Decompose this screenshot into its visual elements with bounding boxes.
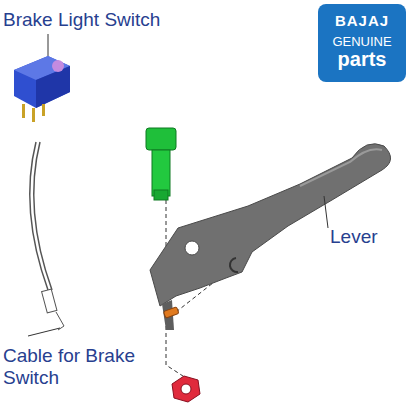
part-label: Brake Light Switch [3,9,243,31]
part-label: Lever [330,226,408,248]
pin-illustration [163,307,179,318]
leader-line [324,196,328,228]
cable-illustration [30,142,64,330]
switch-illustration [14,56,70,122]
logo-text: BAJAJ [318,12,406,29]
clip-illustration [230,258,238,272]
part-label: Cable for Brake Switch [3,345,153,389]
leader-line [48,34,49,56]
logo-text: GENUINE [318,34,406,49]
logo-text: parts [318,48,406,70]
leader-line [28,328,60,336]
logo-badge: BAJAJ GENUINEparts [318,4,406,82]
nut-illustration [172,376,200,402]
bolt-illustration [146,128,176,200]
